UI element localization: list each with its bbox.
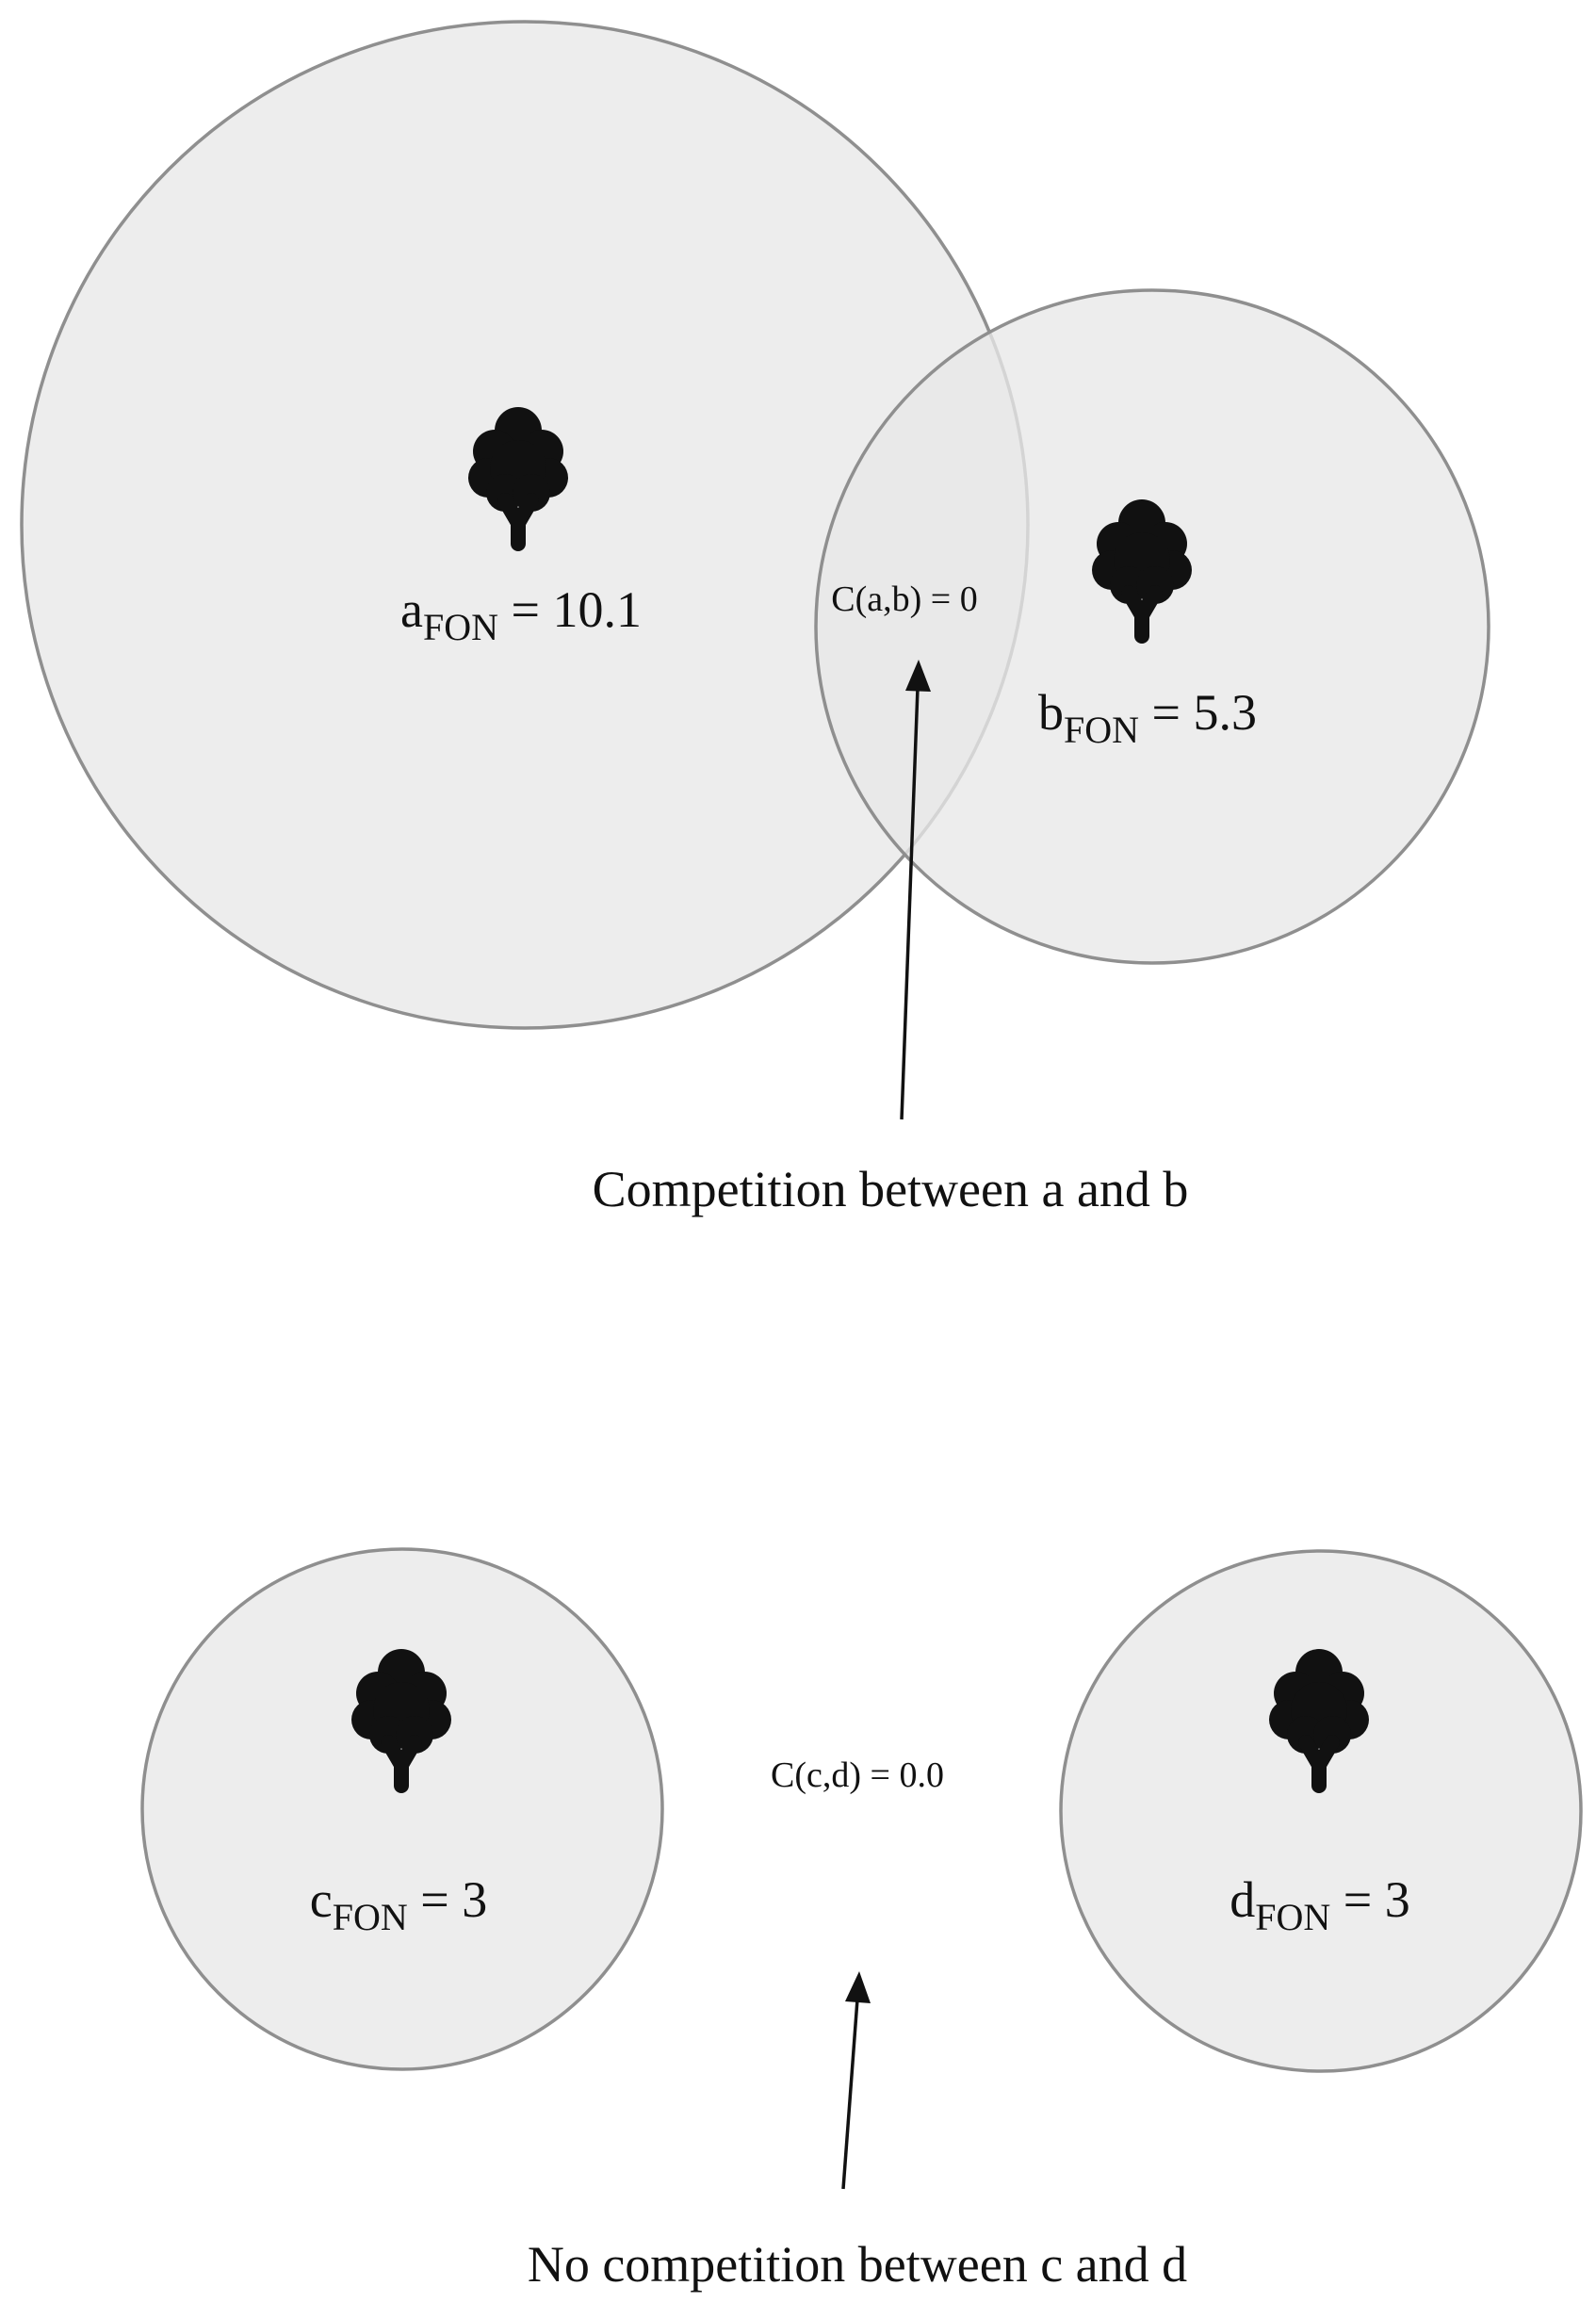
tree-letter-d: d (1230, 1871, 1255, 1928)
tree-letter-c: c (310, 1871, 333, 1928)
fon-zone-b (814, 288, 1490, 965)
caption-no-competition: No competition between c and d (528, 2236, 1187, 2293)
fon-value-d: = 3 (1330, 1871, 1409, 1928)
fon-zone-d (1059, 1549, 1583, 2073)
fon-label-b: bFON = 5.3 (1038, 684, 1257, 751)
fon-subscript-c: FON (333, 1896, 408, 1938)
arrow-cd-shaft (841, 1999, 859, 2190)
arrow-ab (900, 660, 931, 1120)
fon-label-a: aFON = 10.1 (400, 581, 642, 648)
fon-subscript-b: FON (1064, 709, 1139, 751)
competition-index-cd: C(c,d) = 0.0 (771, 1755, 944, 1795)
fon-label-d: dFON = 3 (1230, 1871, 1410, 1938)
arrow-cd (841, 1971, 871, 2190)
fon-value-a: = 10.1 (498, 581, 642, 638)
fon-zone-c (140, 1547, 664, 2071)
arrow-ab-shaft (900, 687, 920, 1120)
fon-subscript-d: FON (1255, 1896, 1330, 1938)
tree-letter-b: b (1038, 684, 1064, 741)
arrow-ab-head (905, 660, 931, 692)
tree-letter-a: a (400, 581, 423, 638)
fon-subscript-a: FON (423, 606, 498, 648)
fon-value-c: = 3 (408, 1871, 487, 1928)
competition-index-ab: C(a,b) = 0 (831, 580, 977, 619)
fon-label-c: cFON = 3 (310, 1871, 487, 1938)
fon-value-b: = 5.3 (1139, 684, 1257, 741)
arrow-cd-head (845, 1971, 871, 2003)
caption-competition: Competition between a and b (593, 1161, 1189, 1217)
